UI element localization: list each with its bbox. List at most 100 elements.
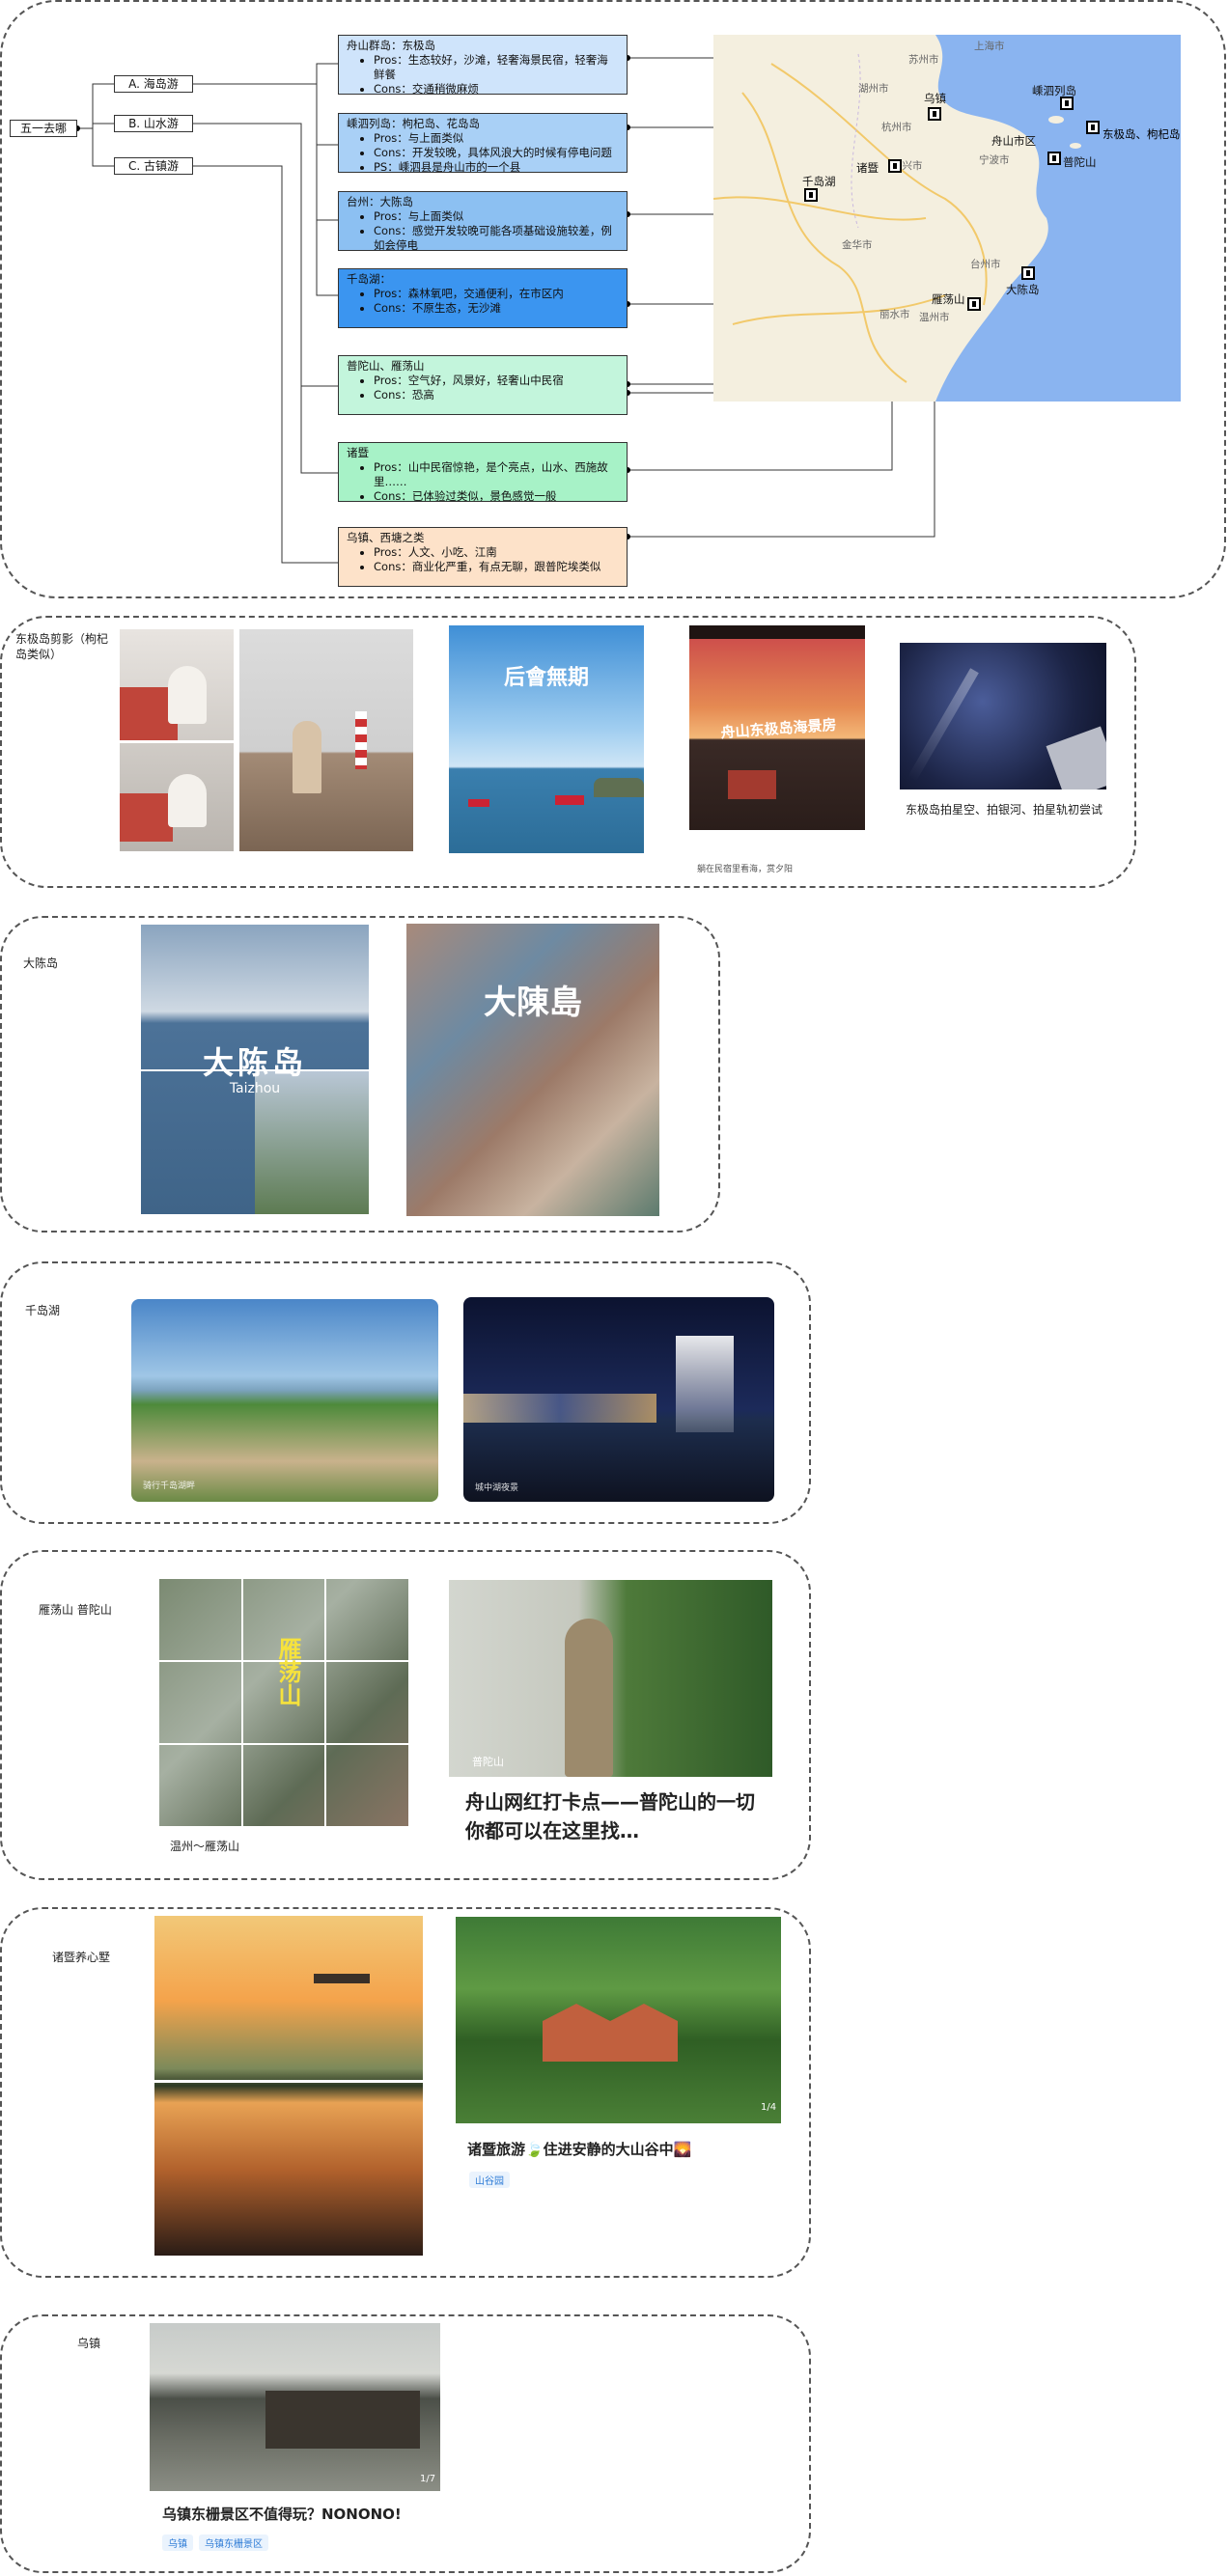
- card-shengsi: 嵊泗列岛：枸杞岛、花岛岛 Pros：与上面类似 Cons：开发较晚，具体风浪大的…: [338, 113, 628, 173]
- city-label: 苏州市: [908, 54, 939, 66]
- dongji-frame: [0, 616, 1136, 888]
- wuzhen-tag-location[interactable]: 乌镇东栅景区: [199, 2534, 268, 2551]
- hotel-caption: 躺在民宿里看海，赏夕阳: [697, 865, 794, 874]
- card-wuzhen: 乌镇、西塘之类 Pros：人文、小吃、江南 Cons：商业化严重，有点无聊，跟普…: [338, 527, 628, 587]
- section-label: 乌镇: [77, 2337, 101, 2350]
- photo-qiandao-night: 城中湖夜景: [463, 1297, 774, 1502]
- pin-label: 嵊泗列岛: [1032, 84, 1076, 97]
- city-label: 金华市: [842, 239, 873, 251]
- branch-town: C. 古镇游: [114, 157, 193, 175]
- card-item: Pros：生态较好，沙滩，轻奢海景民宿，轻奢海鲜餐: [374, 53, 619, 82]
- card-title: 舟山群岛：东极岛: [347, 39, 435, 52]
- star-caption: 东极岛拍星空、拍银河、拍星轨初尝试: [906, 803, 1103, 817]
- photo-dongji-poster: 后會無期: [449, 625, 644, 853]
- card-item: Pros：与上面类似: [374, 209, 619, 224]
- card-item: PS：嵊泗县是舟山市的一个县: [374, 160, 619, 172]
- map-pin-icon[interactable]: [1060, 97, 1074, 110]
- pin-label: 诸暨: [856, 161, 879, 175]
- section-label: 大陈岛: [23, 956, 59, 970]
- photo-zhuji-sunset: [154, 1916, 423, 2256]
- photo-qiandao-cycling: 骑行千岛湖畔: [131, 1299, 438, 1502]
- map-pin-icon[interactable]: [888, 159, 902, 173]
- photo-caption: 骑行千岛湖畔: [143, 1482, 196, 1491]
- qiandao-frame: [0, 1261, 811, 1524]
- map-pin-icon[interactable]: [1047, 152, 1061, 165]
- yandang-vertical-text: 雁荡山: [274, 1637, 301, 1706]
- card-title: 台州：大陈岛: [347, 195, 413, 208]
- card-title: 普陀山、雁荡山: [347, 359, 425, 373]
- section-label: 东极岛剪影（枸杞岛类似）: [15, 632, 109, 661]
- photo-putuo-statue: 普陀山: [449, 1580, 772, 1777]
- mindmap-frame: [0, 0, 1226, 598]
- photo-yandang-grid: 雁荡山: [159, 1579, 408, 1826]
- photo-dongji-hotel: 舟山东极岛海景房: [689, 625, 865, 830]
- card-item: Pros：山中民宿惊艳，是个亮点，山水、西施故里……: [374, 460, 619, 489]
- city-label: 杭州市: [881, 122, 912, 133]
- card-zhuji: 诸暨 Pros：山中民宿惊艳，是个亮点，山水、西施故里…… Cons：已体验过类…: [338, 442, 628, 502]
- map-pin-icon[interactable]: [928, 107, 941, 121]
- pin-label: 东极岛、枸杞岛: [1102, 127, 1181, 141]
- photo-tag: 普陀山: [472, 1756, 504, 1768]
- pin-label: 乌镇: [924, 92, 946, 105]
- yandang-frame: [0, 1550, 811, 1880]
- card-dongji: 舟山群岛：东极岛 Pros：生态较好，沙滩，轻奢海景民宿，轻奢海鲜餐 Cons：…: [338, 35, 628, 95]
- pin-label: 雁荡山: [932, 292, 965, 306]
- card-item: Cons：开发较晚，具体风浪大的时候有停电问题: [374, 146, 619, 160]
- wuzhen-frame: [0, 2314, 811, 2573]
- city-label: 台州市: [970, 259, 1001, 270]
- photo-counter: 1/4: [761, 2102, 777, 2113]
- photo-caption: 城中湖夜景: [475, 1483, 519, 1493]
- card-title: 诸暨: [347, 446, 369, 459]
- photo-dongji-girl-collage: [120, 629, 234, 851]
- dachen-frame: [0, 916, 720, 1233]
- card-item: Cons：恐高: [374, 388, 619, 402]
- dachen-title: 大陈岛: [202, 1044, 307, 1081]
- card-title: 乌镇、西塘之类: [347, 531, 425, 544]
- card-item: Cons：感觉开发较晚可能各项基础设施较差，例如会停电: [374, 224, 619, 250]
- putuo-title[interactable]: 舟山网红打卡点——普陀山的一切你都可以在这里找…: [465, 1790, 755, 1842]
- photo-counter: 1/7: [420, 2474, 436, 2484]
- card-title: 嵊泗列岛：枸杞岛、花岛岛: [347, 117, 480, 130]
- card-item: Cons：不原生态，无沙滩: [374, 301, 619, 316]
- zhejiang-map[interactable]: 上海市 苏州市 湖州市 杭州市 绍兴市 宁波市 舟山市区 金华市 台州市 丽水市…: [713, 35, 1181, 402]
- card-item: Pros：空气好，风景好，轻奢山中民宿: [374, 374, 619, 388]
- card-item: Pros：与上面类似: [374, 131, 619, 146]
- card-item: Cons：商业化严重，有点无聊，跟普陀埃类似: [374, 560, 619, 574]
- hotel-text: 舟山东极岛海景房: [720, 715, 838, 742]
- section-label: 千岛湖: [25, 1304, 61, 1317]
- photo-dachen-rocks: 大陳島: [406, 924, 659, 1216]
- map-pin-icon[interactable]: [967, 297, 981, 311]
- wuzhen-tag[interactable]: 乌镇: [162, 2534, 193, 2551]
- wuzhen-title[interactable]: 乌镇东栅景区不值得玩？NONONO!: [162, 2506, 402, 2523]
- poster-text: 后會無期: [503, 666, 589, 690]
- zhuji-frame: [0, 1907, 811, 2278]
- city-label: 丽水市: [879, 309, 910, 320]
- city-label: 上海市: [974, 41, 1005, 52]
- photo-dongji-lighthouse: [239, 629, 413, 851]
- photo-dongji-stars: [900, 643, 1106, 789]
- section-label: 雁荡山 普陀山: [39, 1603, 112, 1617]
- card-item: Cons：已体验过类似，景色感觉一般: [374, 489, 619, 501]
- branch-mountain: B. 山水游: [114, 115, 193, 132]
- city-label: 湖州市: [858, 83, 889, 95]
- branch-island: A. 海岛游: [114, 75, 193, 93]
- city-label: 宁波市: [979, 154, 1010, 166]
- card-qiandao: 千岛湖： Pros：森林氧吧，交通便利，在市区内 Cons：不原生态，无沙滩: [338, 268, 628, 328]
- pin-label: 普陀山: [1063, 155, 1097, 169]
- map-pin-icon[interactable]: [1086, 121, 1100, 134]
- map-pin-icon[interactable]: [1021, 266, 1035, 280]
- photo-zhuji-house: 1/4: [456, 1917, 781, 2123]
- card-putuo-yandang: 普陀山、雁荡山 Pros：空气好，风景好，轻奢山中民宿 Cons：恐高: [338, 355, 628, 415]
- card-dachen: 台州：大陈岛 Pros：与上面类似 Cons：感觉开发较晚可能各项基础设施较差，…: [338, 191, 628, 251]
- zhuji-title[interactable]: 诸暨旅游🍃住进安静的大山谷中🌄: [467, 2141, 692, 2158]
- card-item: Pros：森林氧吧，交通便利，在市区内: [374, 287, 619, 301]
- map-pin-icon[interactable]: [804, 188, 818, 202]
- photo-wuzhen: 1/7: [150, 2323, 440, 2491]
- zhuji-tag[interactable]: 山谷园: [469, 2172, 510, 2188]
- city-label: 温州市: [919, 312, 950, 323]
- section-label: 诸暨养心墅: [52, 1951, 111, 1964]
- card-title: 千岛湖：: [347, 272, 391, 286]
- photo-dachen-collage: 大陈岛 Taizhou: [141, 925, 369, 1214]
- card-item: Cons：交通稍微麻烦: [374, 82, 619, 94]
- dachen-subtitle: Taizhou: [229, 1081, 281, 1096]
